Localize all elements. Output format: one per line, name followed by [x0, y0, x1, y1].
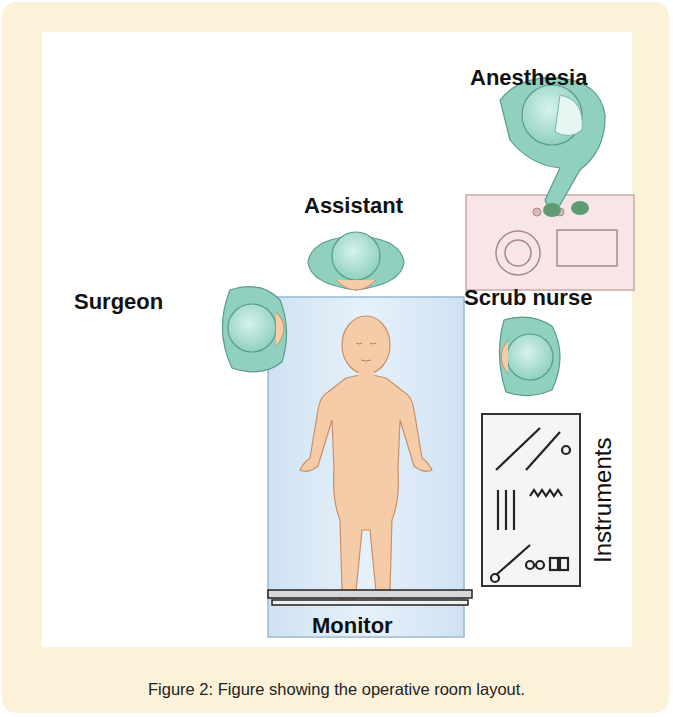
staff-label: Surgeon: [74, 290, 163, 314]
operating-table: [268, 297, 464, 637]
staff-label: Anesthesia: [470, 66, 587, 90]
instrument-tray: [482, 414, 580, 586]
staff-label: Assistant: [304, 194, 403, 218]
equipment-label: Monitor: [312, 614, 393, 638]
anesthetist-figure: [500, 78, 605, 217]
scrub-nurse-figure: [499, 317, 560, 395]
surgeon-figure: [222, 287, 286, 372]
patient-face: [356, 343, 376, 361]
equipment-label: Instruments: [590, 437, 616, 562]
anesthesia-machine: [466, 195, 634, 290]
monitor-symbol: [268, 590, 472, 605]
figure-caption: Figure 2: Figure showing the operative r…: [0, 680, 673, 699]
patient-figure: [300, 316, 432, 602]
staff-label: Scrub nurse: [464, 286, 592, 310]
assistant-figure: [308, 232, 404, 290]
